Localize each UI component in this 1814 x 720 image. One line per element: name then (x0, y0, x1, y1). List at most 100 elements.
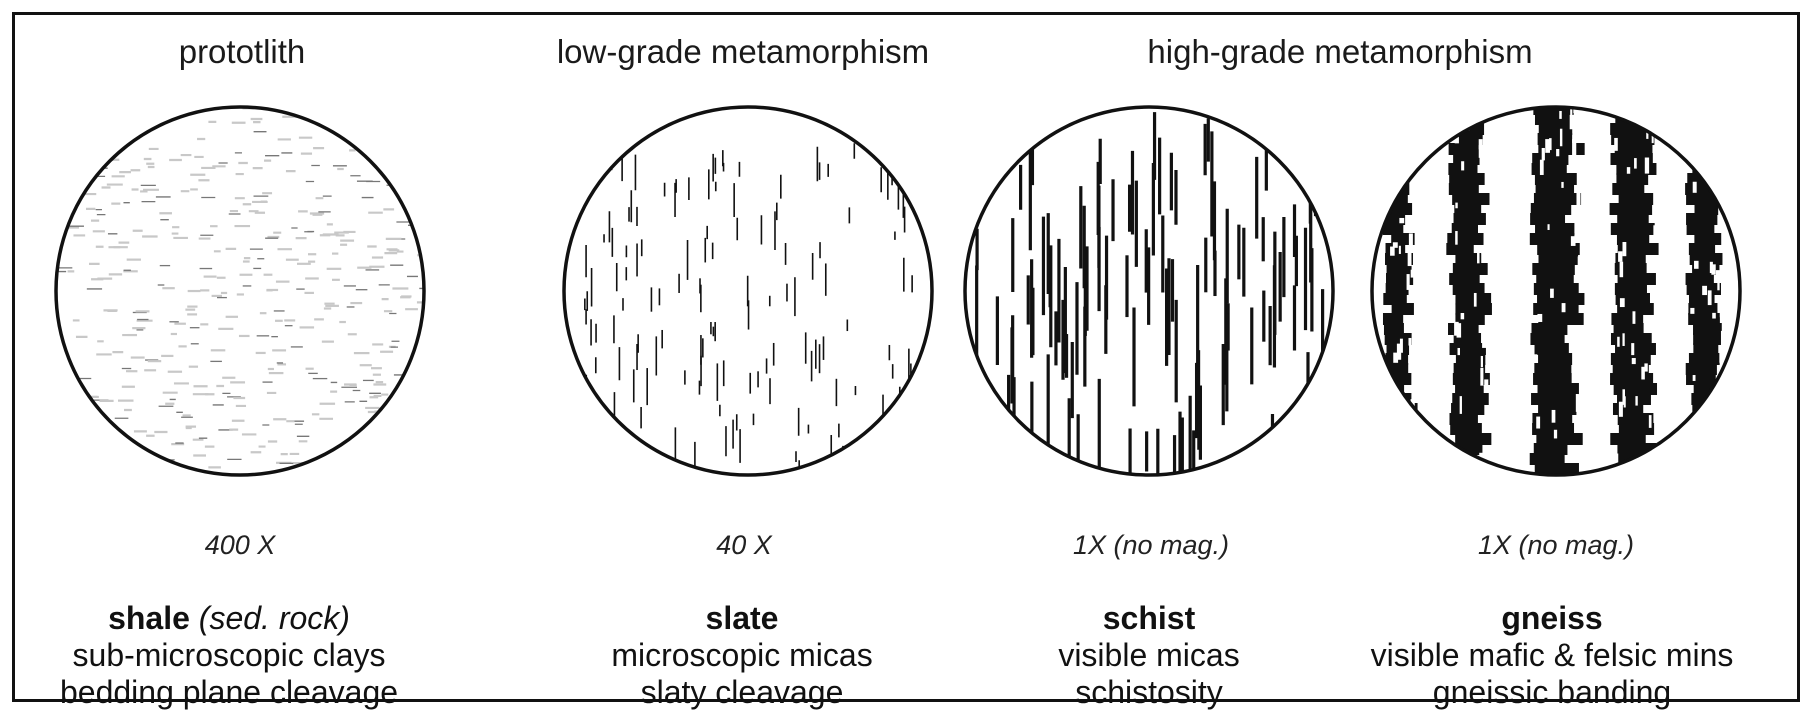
gneiss-texture-circle (1370, 105, 1742, 477)
mafic-band-segment (1455, 383, 1484, 395)
mafic-band-segment (1383, 153, 1407, 165)
felsic-gap (1559, 128, 1563, 147)
felsic-gap (1399, 217, 1405, 224)
felsic-gap (1393, 352, 1399, 363)
mafic-band-segment (1531, 393, 1577, 405)
mafic-band-segment (1530, 333, 1565, 345)
felsic-gap (1561, 303, 1566, 313)
mafic-band-segment (1452, 283, 1485, 295)
felsic-gap (1619, 298, 1625, 308)
mafic-band-segment (1383, 173, 1407, 185)
felsic-gap (1619, 261, 1624, 278)
mafic-band-segment (1686, 213, 1718, 225)
schist-texture-circle (963, 105, 1335, 477)
felsic-gap (1648, 415, 1652, 428)
mafic-band-segment (1610, 353, 1651, 365)
felsic-gap (1553, 429, 1558, 439)
mafic-band-segment (1382, 413, 1411, 425)
schist-line1: visible micas (1058, 637, 1240, 673)
gneiss-line2: gneissic banding (1432, 674, 1672, 710)
felsic-gap (1484, 379, 1489, 393)
mafic-band-segment (1685, 363, 1717, 375)
mafic-band-segment (1455, 303, 1492, 315)
field-of-view-outline (1370, 105, 1742, 477)
felsic-gap (1477, 245, 1480, 264)
mafic-band-segment (1386, 263, 1412, 275)
mafic-band-segment (1685, 123, 1717, 135)
felsic-gap (1459, 396, 1462, 414)
felsic-gap (1461, 161, 1465, 171)
mafic-band-segment (1617, 243, 1659, 255)
mafic-band-segment (1389, 423, 1417, 435)
mafic-band-segment (1530, 203, 1572, 215)
felsic-gap (1614, 137, 1618, 151)
shale-texture-circle (54, 105, 426, 477)
mafic-band-segment (1383, 293, 1407, 305)
mafic-band-segment (1614, 283, 1647, 295)
felsic-gap (1576, 192, 1581, 208)
mafic-band-segment (1534, 363, 1572, 375)
felsic-gap (1622, 241, 1627, 257)
mafic-band-segment (1533, 303, 1579, 315)
gneiss-name: gneiss (1501, 600, 1603, 636)
felsic-gap (1720, 330, 1724, 346)
felsic-gap (1480, 355, 1483, 368)
mafic-band-segment (1533, 373, 1572, 385)
mafic-band-segment (1618, 423, 1655, 435)
mafic-band-segment (1618, 463, 1655, 474)
schist-magnification: 1X (no mag.) (1072, 530, 1230, 560)
felsic-gap (1463, 115, 1469, 127)
slate-name: slate (705, 600, 779, 636)
felsic-gap (1478, 145, 1482, 158)
mafic-band-segment (1537, 293, 1585, 305)
mafic-band-segment (1455, 108, 1491, 115)
mafic-band-segment (1391, 303, 1414, 315)
mafic-band-segment (1455, 293, 1492, 305)
felsic-gap (1534, 354, 1538, 361)
slate-texture-circle (562, 105, 934, 477)
mafic-band-segment (1388, 123, 1411, 135)
felsic-gap (1545, 139, 1550, 153)
felsic-gap (1712, 312, 1716, 319)
felsic-gap (1457, 347, 1460, 356)
mafic-band-segment (1449, 273, 1480, 285)
felsic-gap (1644, 115, 1648, 127)
felsic-gap (1539, 159, 1544, 175)
mafic-band-segment (1693, 323, 1722, 335)
mafic-band-segment (1535, 183, 1575, 195)
mafic-band-segment (1614, 143, 1653, 155)
schist-caption: schist visible micas schistosity (1058, 600, 1239, 711)
mafic-band-segment (1610, 223, 1655, 235)
felsic-gap (1480, 367, 1484, 386)
felsic-gap (1653, 225, 1658, 236)
mafic-band-segment (1692, 433, 1718, 445)
felsic-gap (1406, 274, 1410, 290)
felsic-gap (1473, 292, 1477, 307)
mafic-band-segment (1391, 233, 1415, 245)
mafic-band-segment (1382, 313, 1404, 325)
felsic-gap (1569, 114, 1575, 130)
felsic-gap (1481, 247, 1486, 254)
felsic-gap (1556, 149, 1560, 157)
mafic-band-segment (1533, 108, 1574, 115)
felsic-gap (1719, 302, 1725, 318)
felsic-gap (1617, 336, 1620, 347)
mafic-band-segment (1538, 353, 1573, 365)
mafic-band-segment (1612, 183, 1645, 195)
felsic-gap (1623, 396, 1626, 408)
felsic-gap (1399, 338, 1403, 353)
mafic-band-segment (1391, 443, 1413, 455)
texture-marks (57, 108, 423, 474)
gneiss-magnification: 1X (no mag.) (1477, 530, 1635, 560)
mafic-band-segment (1615, 343, 1656, 355)
felsic-gap (1573, 326, 1577, 341)
slate-title: slate (611, 600, 872, 637)
mafic-band-segment (1449, 173, 1485, 185)
mafic-band-segment (1449, 413, 1478, 425)
felsic-gap (1631, 343, 1635, 356)
mafic-band-segment (1537, 243, 1580, 255)
mafic-band-segment (1538, 313, 1584, 325)
felsic-gap (1644, 157, 1650, 174)
felsic-gap (1394, 166, 1398, 185)
mafic-band-segment (1448, 143, 1481, 155)
